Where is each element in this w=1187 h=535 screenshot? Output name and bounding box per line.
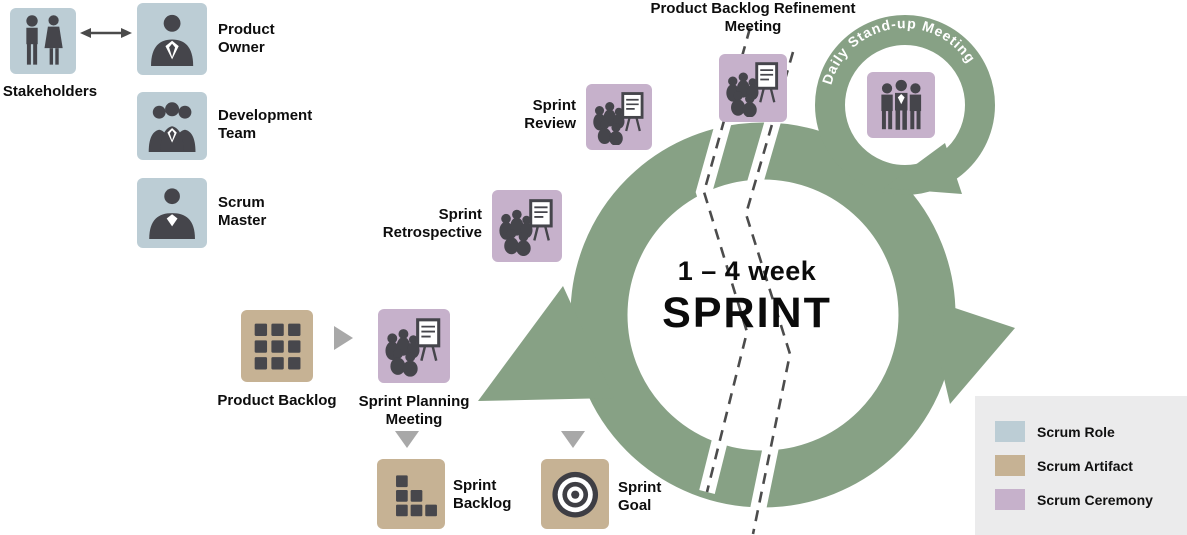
legend-label: Scrum Role <box>1037 423 1115 440</box>
people-group-icon <box>142 97 202 155</box>
sprint-review-label: Sprint Review <box>524 97 576 133</box>
sprint-title: SPRINT <box>662 289 832 337</box>
meeting-flipchart-icon <box>383 314 445 378</box>
sprint-retrospective-icon <box>492 190 562 262</box>
backlog-refinement-label: Product Backlog Refinement Meeting <box>650 0 856 36</box>
legend-label: Scrum Ceremony <box>1037 491 1153 508</box>
stakeholders-icon <box>10 8 76 74</box>
product-owner-label: Product Owner <box>218 21 275 57</box>
bidirectional-arrow-icon <box>80 28 132 38</box>
role-color-swatch <box>995 421 1025 442</box>
legend: Scrum Role Scrum Artifact Scrum Ceremony <box>975 396 1187 535</box>
meeting-flipchart-icon <box>724 59 782 117</box>
daily-standup-meeting-icon <box>867 72 935 138</box>
sprint-planning-meeting-icon <box>378 309 450 383</box>
legend-item-scrum-role: Scrum Role <box>995 421 1187 442</box>
product-backlog-label: Product Backlog <box>217 392 337 409</box>
arrow-down-icon <box>395 431 419 448</box>
sprint-goal-label: Sprint Goal <box>618 479 662 515</box>
ceremony-color-swatch <box>995 489 1025 510</box>
scrum-master-icon <box>137 178 207 248</box>
standing-people-icon <box>872 77 930 134</box>
artifact-color-swatch <box>995 455 1025 476</box>
standup-arrowhead <box>884 143 962 194</box>
cycle-arrowhead-right <box>925 298 1015 404</box>
sprint-backlog-label: Sprint Backlog <box>453 477 512 513</box>
stakeholders-label: Stakeholders <box>2 83 98 100</box>
scrum-master-label: Scrum Master <box>218 194 267 230</box>
person-crossed-arms-icon <box>142 183 202 243</box>
sprint-review-icon <box>586 84 652 150</box>
product-owner-icon <box>137 3 207 75</box>
person-bust-icon <box>142 8 202 70</box>
product-backlog-icon <box>241 310 313 382</box>
sprint-planning-meeting-label: Sprint Planning Meeting <box>358 393 470 429</box>
development-team-icon <box>137 92 207 160</box>
legend-item-scrum-artifact: Scrum Artifact <box>995 455 1187 476</box>
cycle-arrowhead-left <box>478 286 614 401</box>
legend-label: Scrum Artifact <box>1037 457 1133 474</box>
sprint-duration: 1 – 4 week <box>677 256 817 286</box>
grid-icon <box>246 315 308 377</box>
meeting-flipchart-icon <box>591 89 648 146</box>
sprint-goal-icon <box>541 459 609 529</box>
sprint-split-dashed-line-2 <box>744 51 795 535</box>
arrow-down-icon <box>561 431 585 448</box>
sprint-backlog-icon <box>377 459 445 529</box>
target-icon <box>546 464 604 524</box>
backlog-refinement-meeting-icon <box>719 54 787 122</box>
sprint-center-text: 1 – 4 week SPRINT <box>622 256 872 338</box>
meeting-flipchart-icon <box>497 195 557 257</box>
people-pair-icon <box>15 13 72 70</box>
blocks-icon <box>382 464 440 524</box>
sprint-retrospective-label: Sprint Retrospective <box>382 206 482 242</box>
legend-item-scrum-ceremony: Scrum Ceremony <box>995 489 1187 510</box>
development-team-label: Development Team <box>218 107 313 143</box>
arrow-right-icon <box>334 326 353 350</box>
